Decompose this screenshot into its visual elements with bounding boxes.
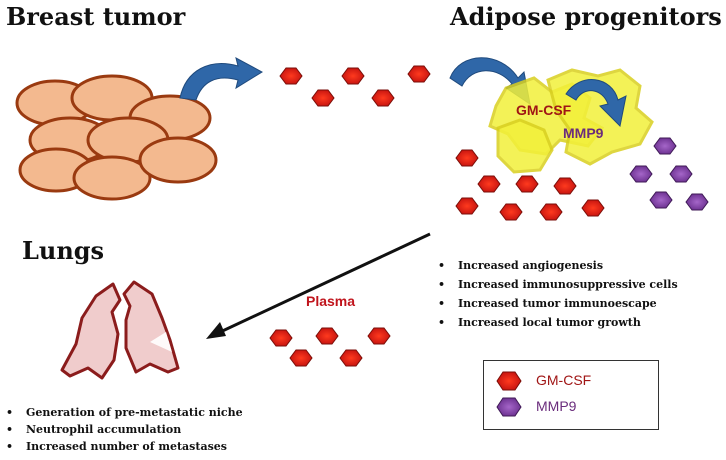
lung-left [60,282,122,380]
mmp9-hexagon [685,193,709,211]
lung-shine [150,332,172,352]
lung-effects-list: Generation of pre-metastatic niche Neutr… [4,404,243,455]
gm-csf-hexagon [515,175,539,193]
gm-csf-hexagon [339,349,363,367]
mmp9-hexagon [629,165,653,183]
gm-csf-label: GM-CSF [516,102,572,118]
gm-csf-hexagon [315,327,339,345]
gm-csf-hexagon [539,203,563,221]
gm-csf-hexagon [553,177,577,195]
adipose-effects-list: Increased angiogenesis Increased immunos… [436,256,678,332]
lungs-illustration [60,280,180,380]
gm-csf-hexagon [407,65,431,83]
red-hexagon-icon [496,371,522,391]
legend-item-mmp9: MMP9 [494,395,654,419]
adipose-effect-item: Increased angiogenesis [436,256,678,275]
gm-csf-hexagon [455,197,479,215]
plasma-arrow [206,232,431,339]
legend-item-gm-csf: GM-CSF [494,369,654,393]
gm-csf-hexagon [581,199,605,217]
mmp9-hexagon [669,165,693,183]
curved-arrow-tumor [179,57,264,101]
lungs-title: Lungs [22,236,105,265]
curved-arrow-mmp9 [565,79,627,128]
tumor-cell [138,136,218,184]
adipose-progenitors-title: Adipose progenitors [450,2,722,31]
mmp9-label: MMP9 [563,125,604,141]
legend-label: GM-CSF [536,372,592,388]
gm-csf-hexagon [279,67,303,85]
gm-csf-hexagon [289,349,313,367]
gm-csf-hexagon [477,175,501,193]
lung-effect-item: Generation of pre-metastatic niche [4,404,243,421]
mmp9-cluster-adipose [629,137,709,211]
lung-effect-item: Neutrophil accumulation [4,421,243,438]
gm-csf-hexagon [367,327,391,345]
gm-csf-hexagon [311,89,335,107]
gm-csf-cluster-secreted [279,65,431,107]
adipose-effect-item: Increased local tumor growth [436,313,678,332]
legend-label: MMP9 [536,398,577,414]
tumor-cells [15,74,218,201]
breast-tumor-title: Breast tumor [6,2,186,31]
adipose-effect-item: Increased tumor immunoescape [436,294,678,313]
lung-right [122,280,180,374]
legend-box: GM-CSF MMP9 [483,360,659,430]
gm-csf-hexagon [341,67,365,85]
gm-csf-hexagon [499,203,523,221]
purple-hexagon-icon [496,397,522,417]
gm-csf-hexagon [455,149,479,167]
mmp9-hexagon [653,137,677,155]
gm-csf-cluster-plasma [269,327,391,367]
gm-csf-cluster-adipose [455,149,605,221]
adipose-cell [496,118,554,174]
plasma-label: Plasma [306,293,356,309]
mmp9-hexagon [649,191,673,209]
tumor-cell [72,155,152,201]
lung-effect-item: Increased number of metastases [4,438,243,455]
adipose-effect-item: Increased immunosuppressive cells [436,275,678,294]
gm-csf-hexagon [371,89,395,107]
gm-csf-hexagon [269,329,293,347]
adipose-progenitors [488,68,654,174]
